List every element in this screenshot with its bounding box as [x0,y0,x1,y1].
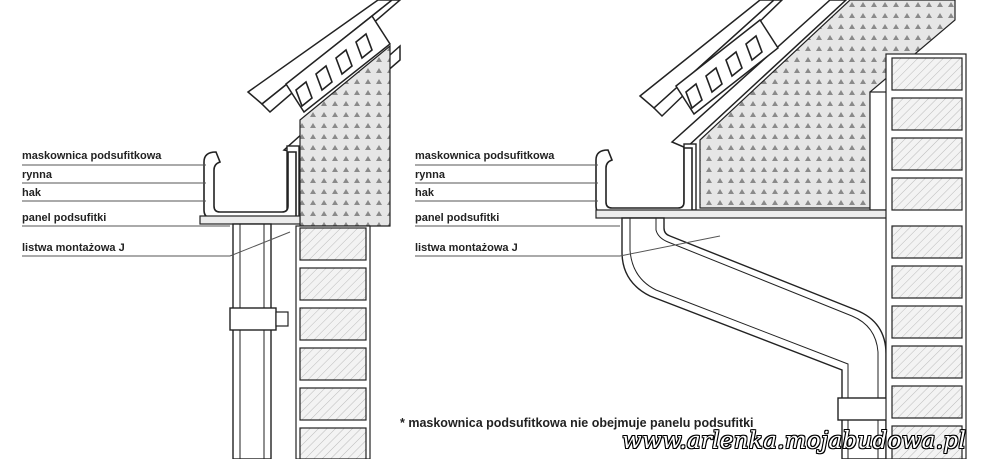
left-insulation [299,44,391,227]
left-downpipe [229,223,289,460]
watermark: www.arlenka.mojabudowa.pl [622,428,966,454]
left-label-hook: hak [22,187,41,199]
left-leader-lines [22,164,291,257]
left-label-soffit-panel: panel podsufitki [22,212,107,224]
right-label-hook: hak [415,187,434,199]
right-leader-lines [415,164,721,257]
left-label-gutter: rynna [22,169,52,181]
right-brick-wall [885,53,967,460]
left-brick-wall [295,225,371,460]
right-label-soffit-cover: maskownica podsufitkowa [415,150,555,162]
right-label-gutter: rynna [415,169,445,181]
left-detail [22,0,402,460]
left-soffit-panel [199,215,301,225]
right-roof [638,0,848,149]
left-label-j-trim: listwa montażowa J [22,242,125,254]
right-label-soffit-panel: panel podsufitki [415,212,500,224]
right-label-j-trim: listwa montażowa J [415,242,518,254]
left-label-soffit-cover: maskownica podsufitkowa [22,150,162,162]
right-detail [415,0,967,460]
right-gutter [595,147,693,215]
right-soffit-panel [595,209,893,219]
footnote: * maskownica podsufitkowa nie obejmuje p… [400,416,754,430]
left-gutter [203,151,297,219]
